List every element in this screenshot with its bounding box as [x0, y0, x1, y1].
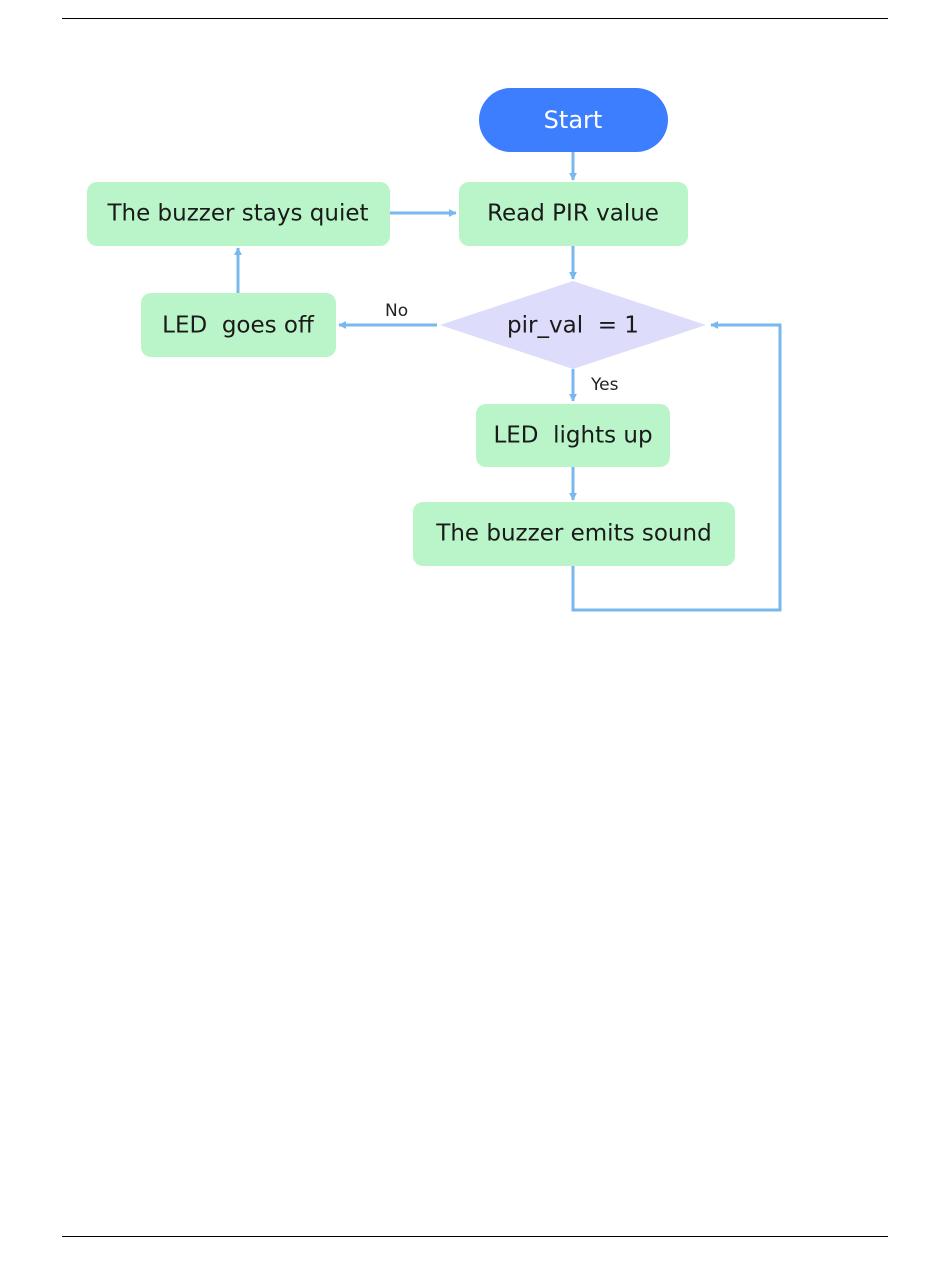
led-off-label: LED goes off [162, 313, 315, 339]
buzzer-quiet-node: The buzzer stays quiet [87, 182, 390, 246]
read-pir-node: Read PIR value [459, 182, 688, 246]
edge-loop-back [573, 325, 780, 610]
footer-rule [62, 1236, 888, 1237]
buzzer-on-label: The buzzer emits sound [435, 521, 711, 547]
yes-label: Yes [590, 375, 619, 395]
start-label: Start [544, 106, 603, 134]
no-label: No [385, 301, 408, 321]
led-on-node: LED lights up [476, 404, 670, 467]
decision-node: pir_val = 1 [440, 281, 706, 369]
read-pir-label: Read PIR value [487, 201, 659, 227]
decision-label: pir_val = 1 [507, 313, 639, 339]
led-off-node: LED goes off [141, 293, 336, 357]
start-node: Start [479, 88, 668, 152]
buzzer-quiet-label: The buzzer stays quiet [106, 201, 368, 227]
buzzer-on-node: The buzzer emits sound [413, 502, 735, 566]
led-on-label: LED lights up [493, 423, 652, 449]
